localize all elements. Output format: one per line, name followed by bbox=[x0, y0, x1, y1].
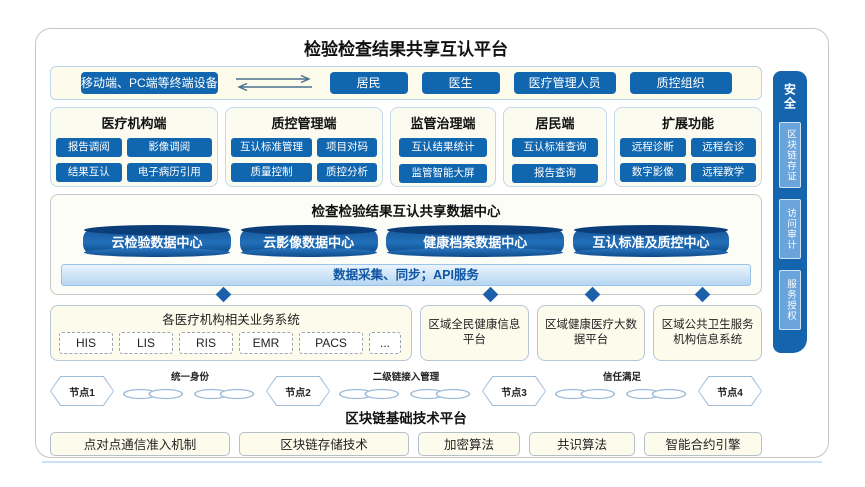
feature-button: 互认标准管理 bbox=[231, 138, 312, 157]
data-store-label: 云影像数据中心 bbox=[263, 235, 355, 250]
chain-segment: 统一身份 bbox=[114, 369, 266, 406]
feature-button: 监管智能大屏 bbox=[399, 164, 487, 183]
blockchain-node-chain: 节点1 统一身份 节点2 二级链接入管理 bbox=[50, 370, 762, 406]
feature-button: 远程会诊 bbox=[690, 138, 756, 157]
panel-supervision: 监管治理端 互认结果统计 监管智能大屏 bbox=[390, 107, 496, 187]
node-label: 节点2 bbox=[285, 387, 311, 399]
feature-button: 数字影像 bbox=[620, 163, 686, 182]
feature-button: 质量控制 bbox=[231, 163, 312, 182]
data-store-cylinder: 互认标准及质控中心 bbox=[572, 225, 729, 257]
feature-button: 质控分析 bbox=[317, 163, 377, 182]
data-store-label: 云检验数据中心 bbox=[111, 235, 203, 250]
chain-links-icon bbox=[339, 388, 471, 400]
feature-button: 远程诊断 bbox=[620, 138, 686, 157]
hospital-systems-title: 各医疗机构相关业务系统 bbox=[162, 313, 300, 327]
chain-label: 二级链接入管理 bbox=[372, 372, 440, 383]
system-pacs: PACS bbox=[299, 332, 363, 354]
chain-segment: 信任满足 bbox=[546, 369, 698, 406]
chain-segment: 二级链接入管理 bbox=[330, 369, 482, 406]
security-label: 安全 bbox=[782, 83, 797, 111]
system-lis: LIS bbox=[119, 332, 173, 354]
sidebar-item-access-audit: 访问审计 bbox=[779, 199, 801, 259]
feature-button: 远程教学 bbox=[690, 163, 756, 182]
system-his: HIS bbox=[59, 332, 113, 354]
security-sidebar: 安全 区块链存证 访问审计 服务授权 bbox=[773, 71, 807, 353]
page-title: 检验检查结果共享互认平台 bbox=[304, 40, 508, 59]
node-hexagon: 节点4 bbox=[698, 376, 762, 406]
sidebar-item-service-authorization: 服务授权 bbox=[779, 270, 801, 330]
chain-label: 信任满足 bbox=[602, 372, 641, 383]
data-center-title: 检查检验结果互认共享数据中心 bbox=[311, 204, 501, 219]
feature-button: 影像调阅 bbox=[126, 138, 212, 157]
blockchain-platform-title: 区块链基础技术平台 bbox=[345, 411, 467, 426]
tech-encryption: 加密算法 bbox=[418, 432, 520, 456]
access-band: 移动端、PC端等终端设备 居民 医生 医疗管理人员 质控组织 bbox=[50, 66, 762, 100]
system-ris: RIS bbox=[179, 332, 233, 354]
system-emr: EMR bbox=[239, 332, 293, 354]
bottom-accent-line bbox=[42, 461, 822, 463]
tech-smart-contract: 智能合约引擎 bbox=[644, 432, 762, 456]
role-qc-org: 质控组织 bbox=[629, 72, 732, 94]
portal-panels: 医疗机构端 报告调阅 影像调阅 结果互认 电子病历引用 质控管理端 互认标准管理… bbox=[50, 107, 762, 187]
data-stores: 云检验数据中心 云影像数据中心 健康档案数据中心 互认标准及质控中心 bbox=[59, 225, 753, 257]
external-systems-row: 各医疗机构相关业务系统 HIS LIS RIS EMR PACS ... 区域全… bbox=[50, 305, 763, 361]
hospital-systems-box: 各医疗机构相关业务系统 HIS LIS RIS EMR PACS ... bbox=[50, 305, 412, 361]
panel-qc-management: 质控管理端 互认标准管理 项目对码 质量控制 质控分析 bbox=[225, 107, 383, 187]
data-store-cylinder: 云影像数据中心 bbox=[239, 225, 378, 257]
role-doctor: 医生 bbox=[421, 72, 500, 94]
panel-medical-institution: 医疗机构端 报告调阅 影像调阅 结果互认 电子病历引用 bbox=[50, 107, 218, 187]
chain-links-icon bbox=[123, 388, 255, 400]
panel-extensions: 扩展功能 远程诊断 远程会诊 数字影像 远程教学 bbox=[614, 107, 762, 187]
data-store-label: 互认标准及质控中心 bbox=[592, 235, 710, 250]
node-hexagon: 节点1 bbox=[50, 376, 114, 406]
panel-title: 扩展功能 bbox=[661, 116, 714, 131]
panel-resident: 居民端 互认标准查询 报告查询 bbox=[503, 107, 607, 187]
chain-links-icon bbox=[555, 388, 687, 400]
sidebar-item-blockchain-evidence: 区块链存证 bbox=[779, 122, 801, 188]
platform-regional-bigdata: 区域健康医疗大数据平台 bbox=[536, 305, 646, 361]
panel-title: 监管治理端 bbox=[410, 116, 476, 131]
feature-button: 报告调阅 bbox=[56, 138, 122, 157]
panel-title: 居民端 bbox=[535, 116, 575, 131]
node-label: 节点1 bbox=[69, 387, 95, 399]
tech-storage: 区块链存储技术 bbox=[239, 432, 409, 456]
tech-p2p-access: 点对点通信准入机制 bbox=[50, 432, 230, 456]
data-store-cylinder: 云检验数据中心 bbox=[83, 225, 231, 257]
tech-consensus: 共识算法 bbox=[529, 432, 635, 456]
connector-row bbox=[50, 286, 762, 303]
node-label: 节点4 bbox=[717, 387, 743, 399]
chain-label: 统一身份 bbox=[170, 372, 209, 383]
bidirectional-arrows-icon bbox=[232, 73, 316, 93]
platform-public-health: 区域公共卫生服务机构信息系统 bbox=[653, 305, 763, 361]
node-hexagon: 节点3 bbox=[482, 376, 546, 406]
blockchain-tech-row: 点对点通信准入机制 区块链存储技术 加密算法 共识算法 智能合约引擎 bbox=[50, 432, 762, 456]
feature-button: 互认结果统计 bbox=[399, 138, 487, 157]
terminal-devices-box: 移动端、PC端等终端设备 bbox=[81, 72, 218, 94]
node-hexagon: 节点2 bbox=[266, 376, 330, 406]
data-store-cylinder: 健康档案数据中心 bbox=[386, 225, 565, 257]
role-resident: 居民 bbox=[329, 72, 408, 94]
user-roles: 居民 医生 医疗管理人员 质控组织 bbox=[329, 72, 732, 94]
feature-button: 电子病历引用 bbox=[126, 163, 212, 182]
data-center-section: 检查检验结果互认共享数据中心 云检验数据中心 云影像数据中心 健康档案数据中心 … bbox=[50, 194, 762, 295]
feature-button: 报告查询 bbox=[512, 164, 598, 183]
data-store-label: 健康档案数据中心 bbox=[423, 235, 528, 250]
panel-title: 质控管理端 bbox=[271, 116, 337, 131]
node-label: 节点3 bbox=[501, 387, 527, 399]
feature-button: 互认标准查询 bbox=[512, 138, 598, 157]
role-medical-admin: 医疗管理人员 bbox=[513, 72, 616, 94]
platform-frame: 检验检查结果共享互认平台 移动端、PC端等终端设备 居民 医生 医疗管理人员 质… bbox=[35, 28, 829, 458]
feature-button: 结果互认 bbox=[56, 163, 122, 182]
main-content: 检验检查结果共享互认平台 移动端、PC端等终端设备 居民 医生 医疗管理人员 质… bbox=[50, 37, 763, 456]
api-service-bar: 数据采集、同步；API服务 bbox=[61, 264, 751, 286]
system-more: ... bbox=[369, 332, 401, 354]
platform-regional-health-info: 区域全民健康信息平台 bbox=[420, 305, 529, 361]
feature-button: 项目对码 bbox=[317, 138, 377, 157]
panel-title: 医疗机构端 bbox=[101, 116, 167, 131]
